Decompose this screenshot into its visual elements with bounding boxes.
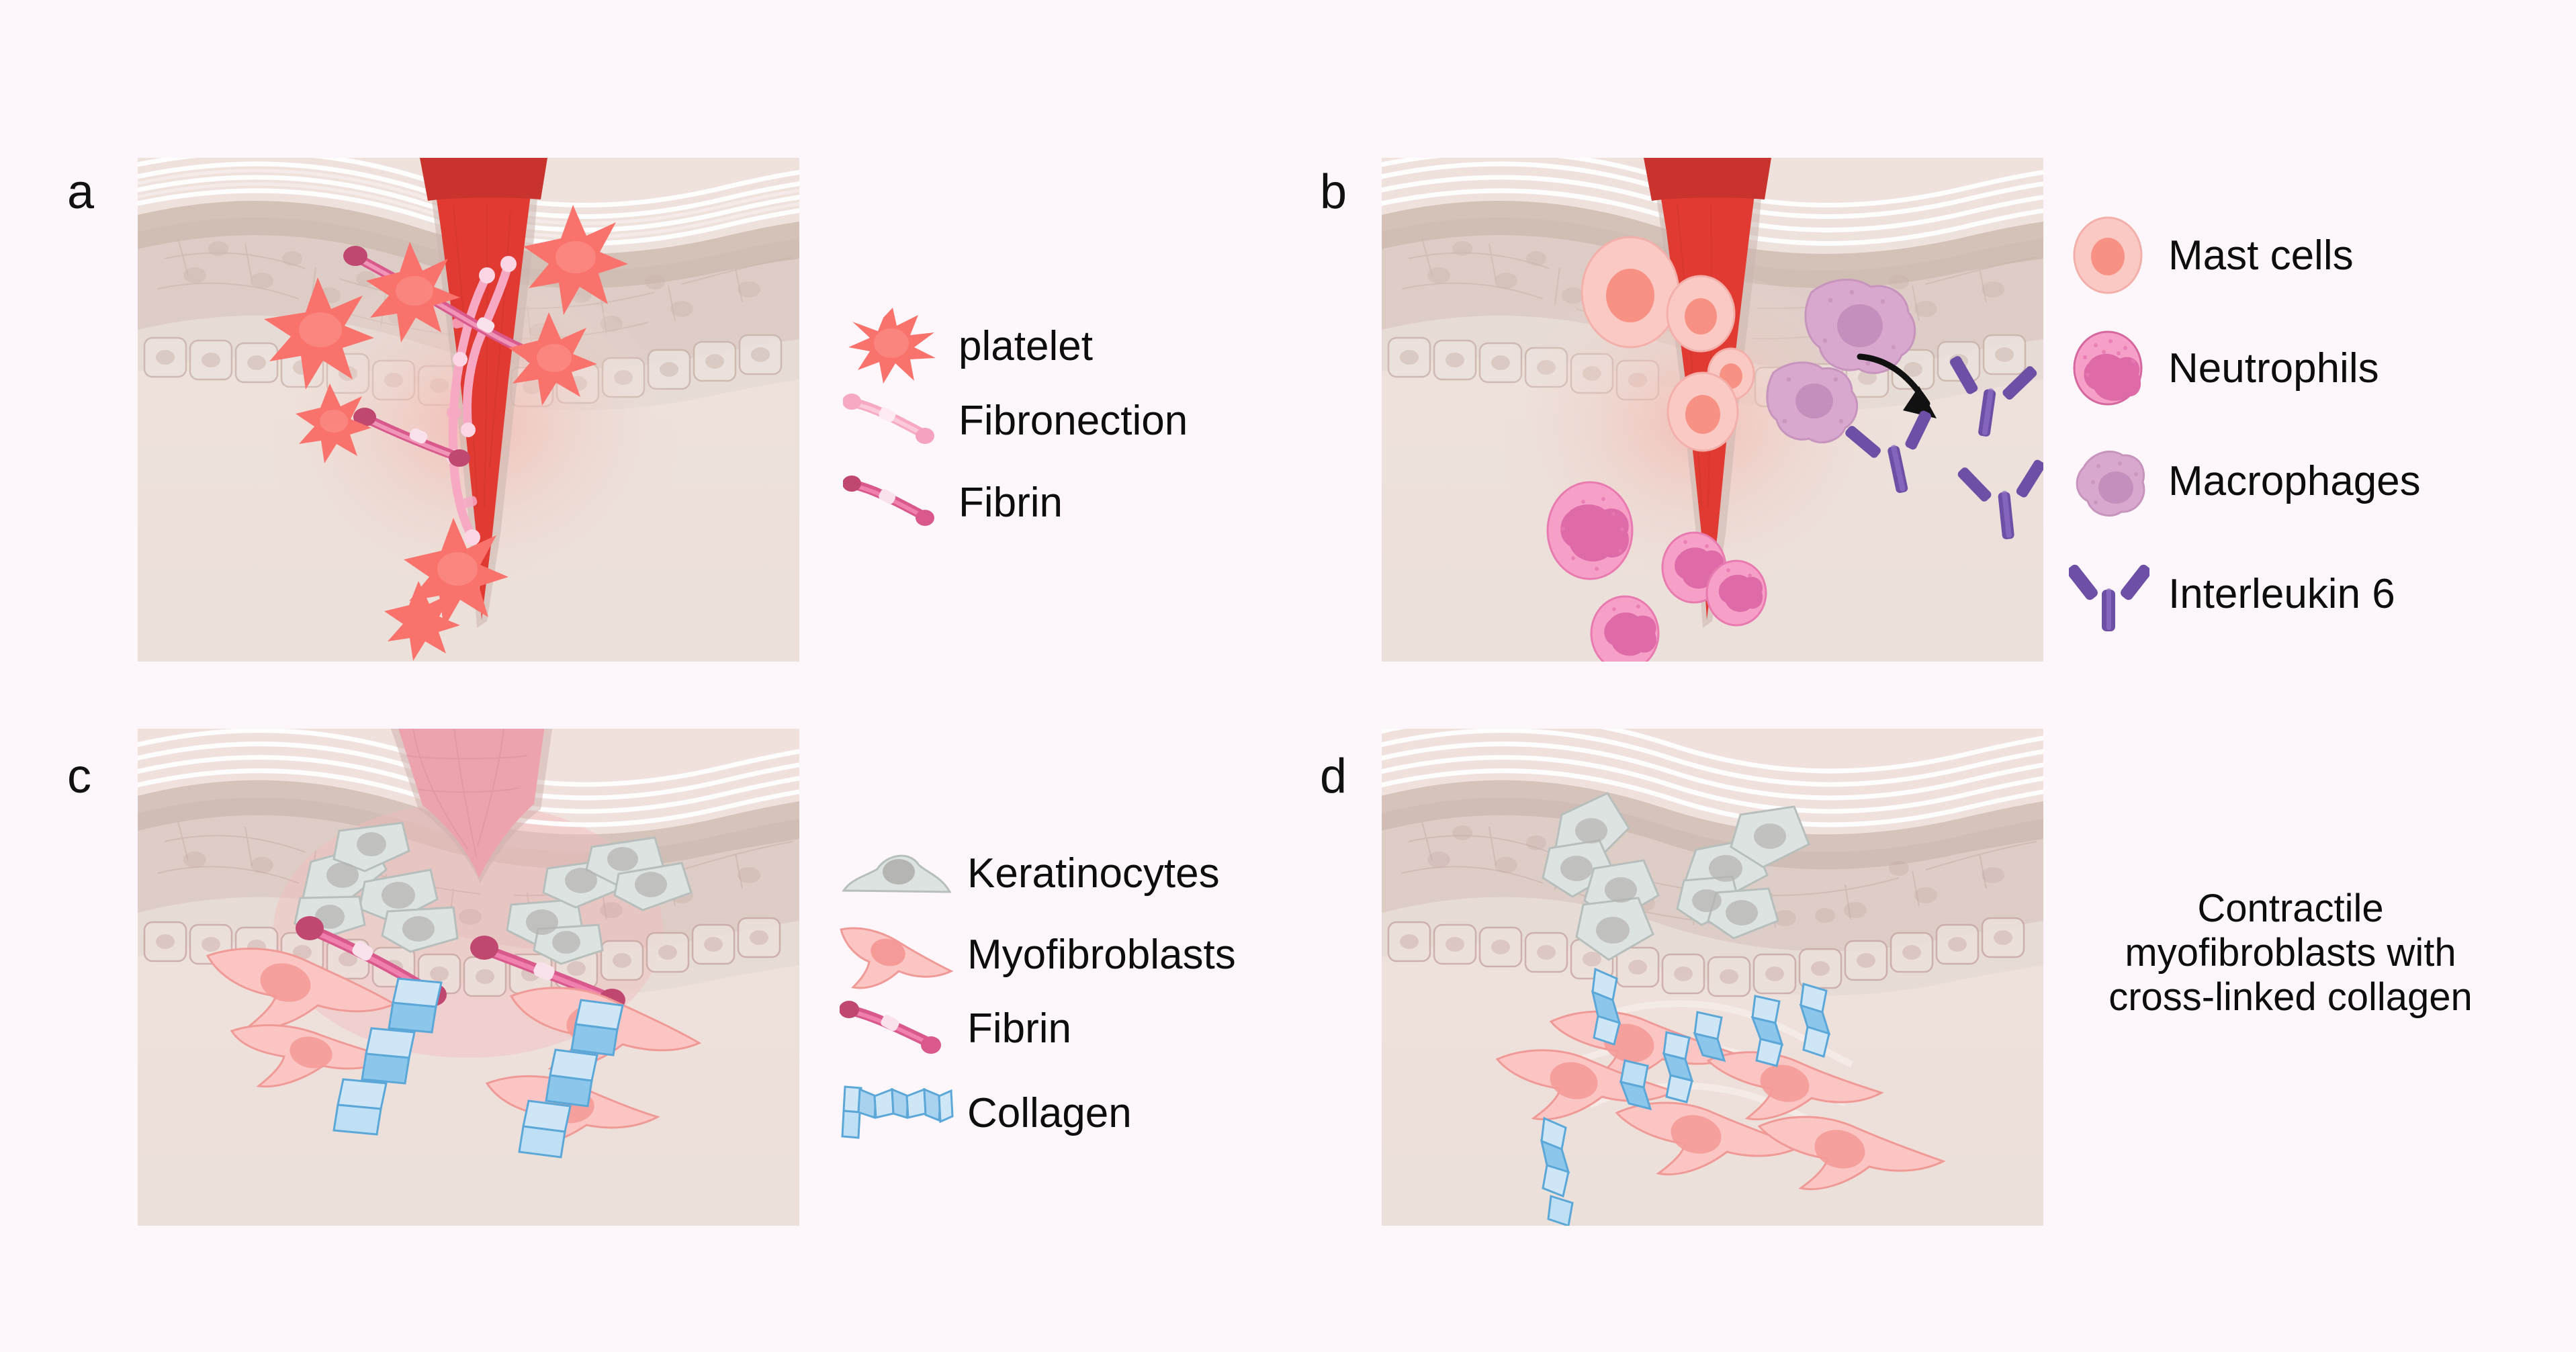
panel-letter-b: b (1320, 165, 1347, 219)
keratinocyte-icon (840, 840, 954, 907)
macrophage (1766, 279, 1916, 444)
macrophage-icon (2069, 441, 2149, 521)
fibronectin-strand-icon (842, 390, 944, 451)
legend-label-interleukin-6: Interleukin 6 (2168, 570, 2395, 617)
legend-item-collagen: Collagen (840, 1076, 1132, 1150)
legend-label-fibrin-c: Fibrin (967, 1005, 1072, 1052)
panel-b-illustration (1382, 158, 2043, 662)
fibrin-strand-icon (842, 472, 944, 533)
legend-label-fibronectin: Fibronection (959, 397, 1188, 444)
panel-c-legend: Keratinocytes Myofibroblasts (839, 840, 1350, 1189)
panel-c-illustration (138, 729, 799, 1226)
panel-letter-a: a (67, 165, 95, 219)
caption-line-1: Contractile (2197, 887, 2384, 930)
collagen-helix (1540, 967, 1831, 1226)
mast-cell (1581, 236, 1755, 452)
legend-label-mast-cells: Mast cells (2168, 232, 2354, 279)
legend-item-platelet: platelet (843, 306, 1093, 386)
legend-label-fibrin-a: Fibrin (959, 479, 1063, 526)
platelet-icon (843, 306, 944, 386)
legend-label-myofibroblasts: Myofibroblasts (967, 931, 1236, 978)
panel-letter-c: c (67, 750, 91, 803)
caption-line-2: myofibroblasts with (2125, 931, 2456, 975)
panel-b-legend: Mast cells Neutrophils (2067, 215, 2566, 631)
caption-line-3: cross-linked collagen (2108, 975, 2473, 1020)
legend-label-keratinocytes: Keratinocytes (967, 850, 1220, 897)
legend-item-fibrin-a: Fibrin (842, 472, 1063, 533)
interleukin-6-molecule (1845, 356, 2043, 539)
panel-a-legend: platelet Fibronection (842, 306, 1327, 547)
neutrophil-icon (2069, 328, 2149, 408)
panel-d-caption: Contractile myofibroblasts with cross-li… (2042, 887, 2539, 1020)
secretion-arrow (1857, 353, 1937, 418)
legend-item-keratinocytes: Keratinocytes (840, 840, 1220, 907)
mast-cell-icon (2069, 215, 2149, 296)
legend-label-collagen: Collagen (967, 1089, 1132, 1136)
legend-item-neutrophils: Neutrophils (2069, 328, 2379, 408)
collagen-helix (332, 977, 624, 1159)
neutrophil (1546, 481, 1767, 662)
legend-item-macrophages: Macrophages (2069, 441, 2421, 521)
panel-a-illustration (138, 158, 799, 662)
myofibroblast-icon (840, 917, 954, 991)
legend-item-myofibroblasts: Myofibroblasts (840, 917, 1236, 991)
collagen-helix-icon (840, 1076, 954, 1150)
legend-label-platelet: platelet (959, 322, 1093, 369)
panel-d-illustration (1382, 729, 2043, 1226)
interleukin-6-icon (2067, 553, 2151, 634)
legend-label-macrophages: Macrophages (2168, 457, 2421, 504)
legend-item-fibrin-c: Fibrin (839, 998, 1072, 1058)
panel-letter-d: d (1320, 750, 1347, 803)
legend-item-interleukin-6: Interleukin 6 (2067, 553, 2395, 634)
legend-item-fibronectin: Fibronection (842, 390, 1188, 451)
legend-label-neutrophils: Neutrophils (2168, 345, 2379, 392)
fibrin-strand-icon (839, 998, 954, 1058)
keratinocyte (1542, 792, 1810, 961)
legend-item-mast-cells: Mast cells (2069, 215, 2354, 296)
